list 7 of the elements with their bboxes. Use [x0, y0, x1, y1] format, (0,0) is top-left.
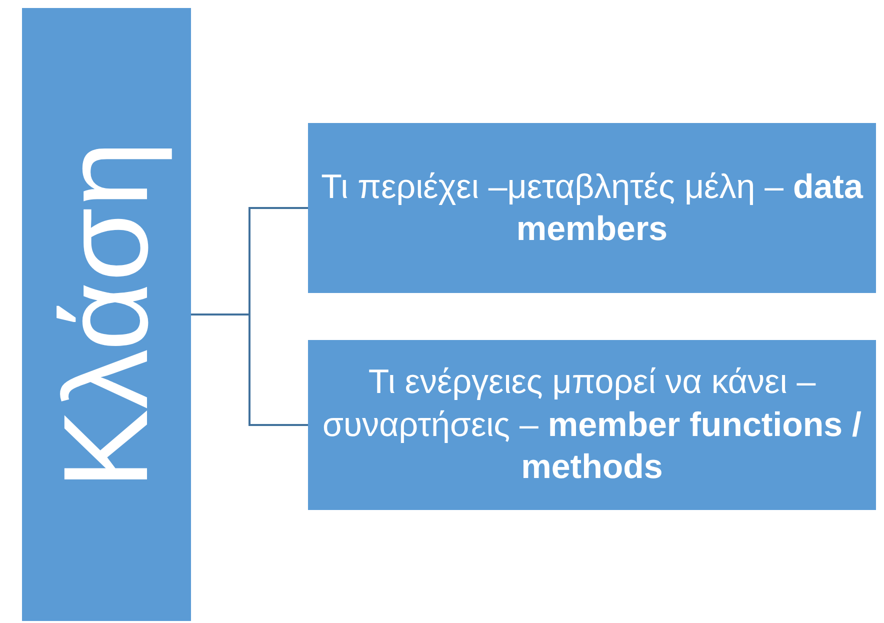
process-box [308, 123, 876, 293]
box-text: Τι ενέργειες μπορεί να κάνει – συναρτήσεις – member functions / methods [322, 362, 862, 488]
process-box [308, 340, 876, 510]
box-text: Τι περιέχει –μεταβλητές μέλη – data members [320, 166, 864, 250]
class-title: Κλάση [38, 140, 174, 489]
title-box [22, 8, 191, 621]
connector-line [191, 314, 308, 426]
